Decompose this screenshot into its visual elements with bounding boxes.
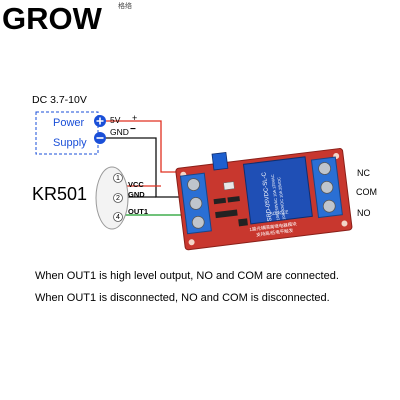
- resistor: [227, 196, 240, 203]
- positive-voltage-label: 5V: [110, 115, 121, 125]
- screw: [318, 162, 332, 175]
- sensor-pin-2-ring: [113, 193, 123, 203]
- red-wire-power: [106, 120, 186, 173]
- vcc-wire-label: VCC: [128, 180, 144, 189]
- diode: [215, 209, 238, 219]
- sensor-body: [95, 166, 129, 230]
- sensor-pin-2: 2: [116, 195, 120, 202]
- screw: [320, 180, 334, 194]
- board-caption: 支持高/低电平触发: [256, 227, 294, 239]
- out1-wire-label: OUT1: [128, 207, 149, 216]
- positive-sign: +: [132, 113, 138, 123]
- sensor-name: KR501: [32, 184, 88, 204]
- brand-logo-subtext: 格络: [118, 3, 132, 10]
- sensor-pin-4: 4: [116, 214, 120, 221]
- relay-brand-text: SONGLE: [269, 209, 288, 216]
- relay-module: [175, 148, 353, 251]
- terminal-com-label: COM: [356, 187, 377, 197]
- relay-cube: [242, 156, 313, 225]
- relay-rating-text: 10A 250VAC 10A 125VAC: [270, 174, 281, 221]
- relay-rating-text: 10A 30VDC 10A 28VDC: [276, 177, 286, 220]
- sensor-pin-1: 1: [116, 175, 120, 182]
- terminal-nc-label: NC: [357, 168, 370, 178]
- terminal-no-label: NO: [357, 208, 371, 218]
- mount-hole: [341, 220, 348, 227]
- resistor: [213, 197, 227, 205]
- screw: [187, 178, 200, 191]
- negative-sign: −: [130, 124, 136, 135]
- dc-range-label: DC 3.7-10V: [32, 94, 87, 106]
- black-wire-power: [106, 137, 186, 198]
- gnd-wire-label: GND: [128, 190, 145, 199]
- note-disconnected: When OUT1 is disconnected, NO and COM is…: [35, 292, 330, 304]
- power-label: Power: [53, 117, 85, 129]
- sensor-pin-4-ring: [113, 212, 123, 222]
- note-high-level: When OUT1 is high level output, NO and C…: [35, 270, 339, 282]
- screw: [191, 215, 205, 229]
- sensor-pin-1-ring: [113, 173, 123, 183]
- power-gnd-label: GND: [110, 127, 129, 137]
- transistor: [238, 218, 248, 227]
- jumper: [211, 151, 229, 171]
- supply-label: Supply: [53, 137, 87, 149]
- brand-logo: GROW: [2, 1, 102, 36]
- mount-hole: [188, 239, 195, 246]
- screw: [322, 199, 336, 213]
- screw: [189, 197, 203, 210]
- positive-terminal-icon: [96, 117, 104, 125]
- led: [223, 181, 235, 191]
